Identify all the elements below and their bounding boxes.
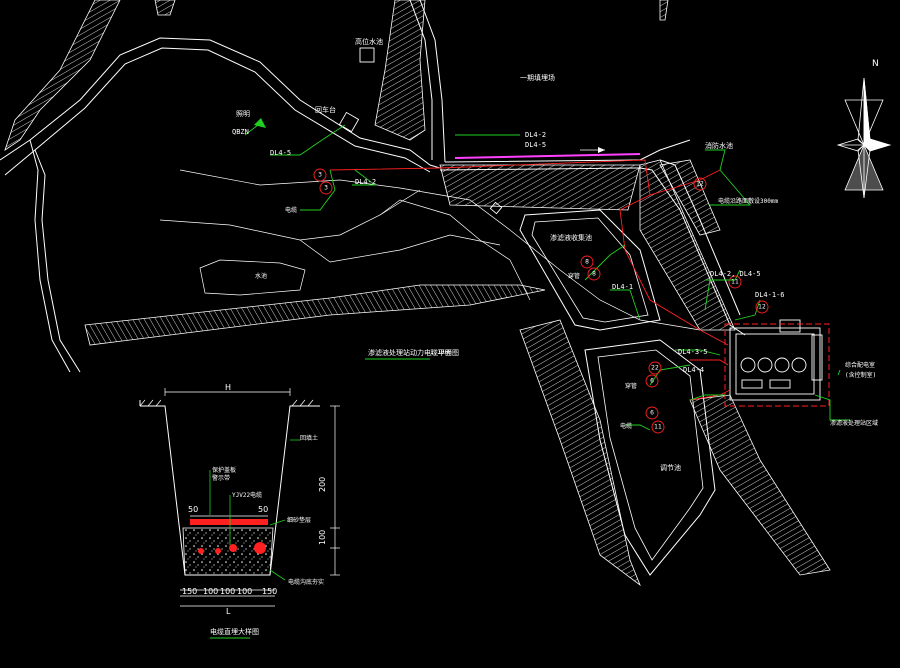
slope-hatching — [4, 0, 831, 587]
label-regulating-pool: 调节池 — [660, 463, 681, 472]
marker-circle — [319, 181, 333, 195]
marker-text: 8 — [585, 259, 589, 266]
marker-text: 3 — [324, 185, 328, 192]
power-plan-scale: 1:1000 — [430, 349, 452, 356]
bottom-dim-4: 100 — [237, 587, 252, 596]
label-leachate-pool: 渗滤液收集池 — [550, 233, 592, 242]
label-cable-tag-2: 电缆 — [620, 422, 632, 430]
label-dl4-25: DL4-2, DL4-5 — [710, 270, 761, 278]
dim-l: L — [226, 607, 231, 616]
marker-text: 6 — [650, 378, 654, 385]
marker-circle — [648, 361, 662, 375]
marker-text: 11 — [731, 279, 739, 286]
regulating-pool — [584, 339, 716, 576]
label-dl4-3-5: DL4-3-5 — [678, 348, 708, 356]
marker-circle — [645, 374, 659, 388]
label-substation: 综合配电室 — [845, 361, 875, 369]
leachate-pool — [519, 209, 661, 331]
label-lighting: 照明 — [236, 110, 250, 118]
marker-text: 8 — [592, 271, 596, 278]
label-fine-sand: 细砂垫层 — [287, 516, 311, 524]
dim-50b: 50 — [258, 505, 268, 514]
dim-200: 200 — [318, 477, 327, 492]
bottom-dim-2: 100 — [203, 587, 218, 596]
bottom-dim-1: 150 — [182, 587, 197, 596]
marker-text: 22 — [651, 365, 659, 372]
marker-circle — [587, 267, 601, 281]
marker-circle — [645, 406, 659, 420]
label-station-area: 渗滤液处理站区域 — [830, 419, 878, 427]
paved-road-segment — [454, 153, 641, 159]
marker-circles: 3 3 8 8 12 11 12 22 6 6 11 — [313, 168, 769, 434]
marker-text: 3 — [318, 172, 322, 179]
label-dl4-2-a: DL4-2 — [355, 178, 376, 186]
leader-lines — [210, 121, 850, 639]
label-qbzn: QBZN — [232, 128, 249, 136]
marker-text: 12 — [758, 304, 766, 311]
label-dl4-1: DL4-1 — [612, 283, 633, 291]
label-pond: 水池 — [255, 272, 267, 280]
label-phase1-site: 一期填埋场 — [520, 73, 555, 82]
marker-circle — [728, 275, 742, 289]
label-fire-pool: 消防水池 — [705, 141, 733, 150]
label-pipe-note-2: 穿管 — [625, 382, 637, 390]
label-cable-note: 电缆沿路面敷设300mm — [718, 197, 778, 205]
label-brick-cover: 保护盖板 — [212, 466, 236, 474]
label-road-end: 回车台 — [315, 105, 336, 114]
label-soil-fill: 回填土 — [300, 434, 318, 442]
dim-h: H — [225, 383, 231, 392]
label-substation-sub: (含控制室) — [845, 371, 876, 379]
marker-circle — [755, 300, 769, 314]
dim-50a: 50 — [188, 505, 198, 514]
bottom-dim-3: 100 — [220, 587, 235, 596]
label-pipe-note: 穿管 — [568, 272, 580, 280]
label-notice-board: 高位水池 — [355, 37, 383, 46]
road-outlines — [0, 0, 746, 373]
label-trench-bottom: 电缆沟底夯实 — [288, 578, 324, 586]
buildings — [338, 47, 823, 401]
marker-circle — [651, 420, 665, 434]
plan-labels: 高位水池 一期填埋场 照明 回车台 QBZN DL4-5 DL4-2 DL4-2… — [232, 37, 878, 472]
dim-100: 100 — [318, 530, 327, 545]
north-label: N — [872, 59, 879, 69]
bottom-dim-6: 150 — [262, 587, 277, 596]
north-arrow: N — [836, 59, 892, 199]
marker-text: 6 — [650, 410, 654, 417]
marker-circle — [313, 168, 327, 182]
marker-text: 12 — [696, 181, 704, 188]
label-warning-tape: 警示带 — [212, 474, 230, 482]
station-boundary — [724, 323, 830, 407]
label-dl4-2-road: DL4-2 — [525, 131, 546, 139]
cable-routes — [329, 159, 731, 401]
label-dl4-5-a: DL4-5 — [270, 149, 291, 157]
label-dl4-1-6: DL4-1-6 — [755, 291, 785, 299]
marker-circle — [693, 177, 707, 191]
label-cable-tag: 电缆 — [285, 206, 297, 214]
label-dl4-4: DL4-4 — [683, 366, 704, 374]
marker-circle — [580, 255, 594, 269]
trench-section: H 200 100 50 50 150 100 100 100 100 150 … — [139, 383, 340, 636]
terrain-outlines — [159, 169, 701, 331]
power-plan-title: 渗滤液处理站动力电缆平面图 — [368, 348, 459, 357]
marker-text: 11 — [654, 424, 662, 431]
label-cable: YJV22电缆 — [232, 491, 262, 499]
label-dl4-5-road: DL4-5 — [525, 141, 546, 149]
section-title: 电缆直埋大样图 — [210, 627, 259, 636]
